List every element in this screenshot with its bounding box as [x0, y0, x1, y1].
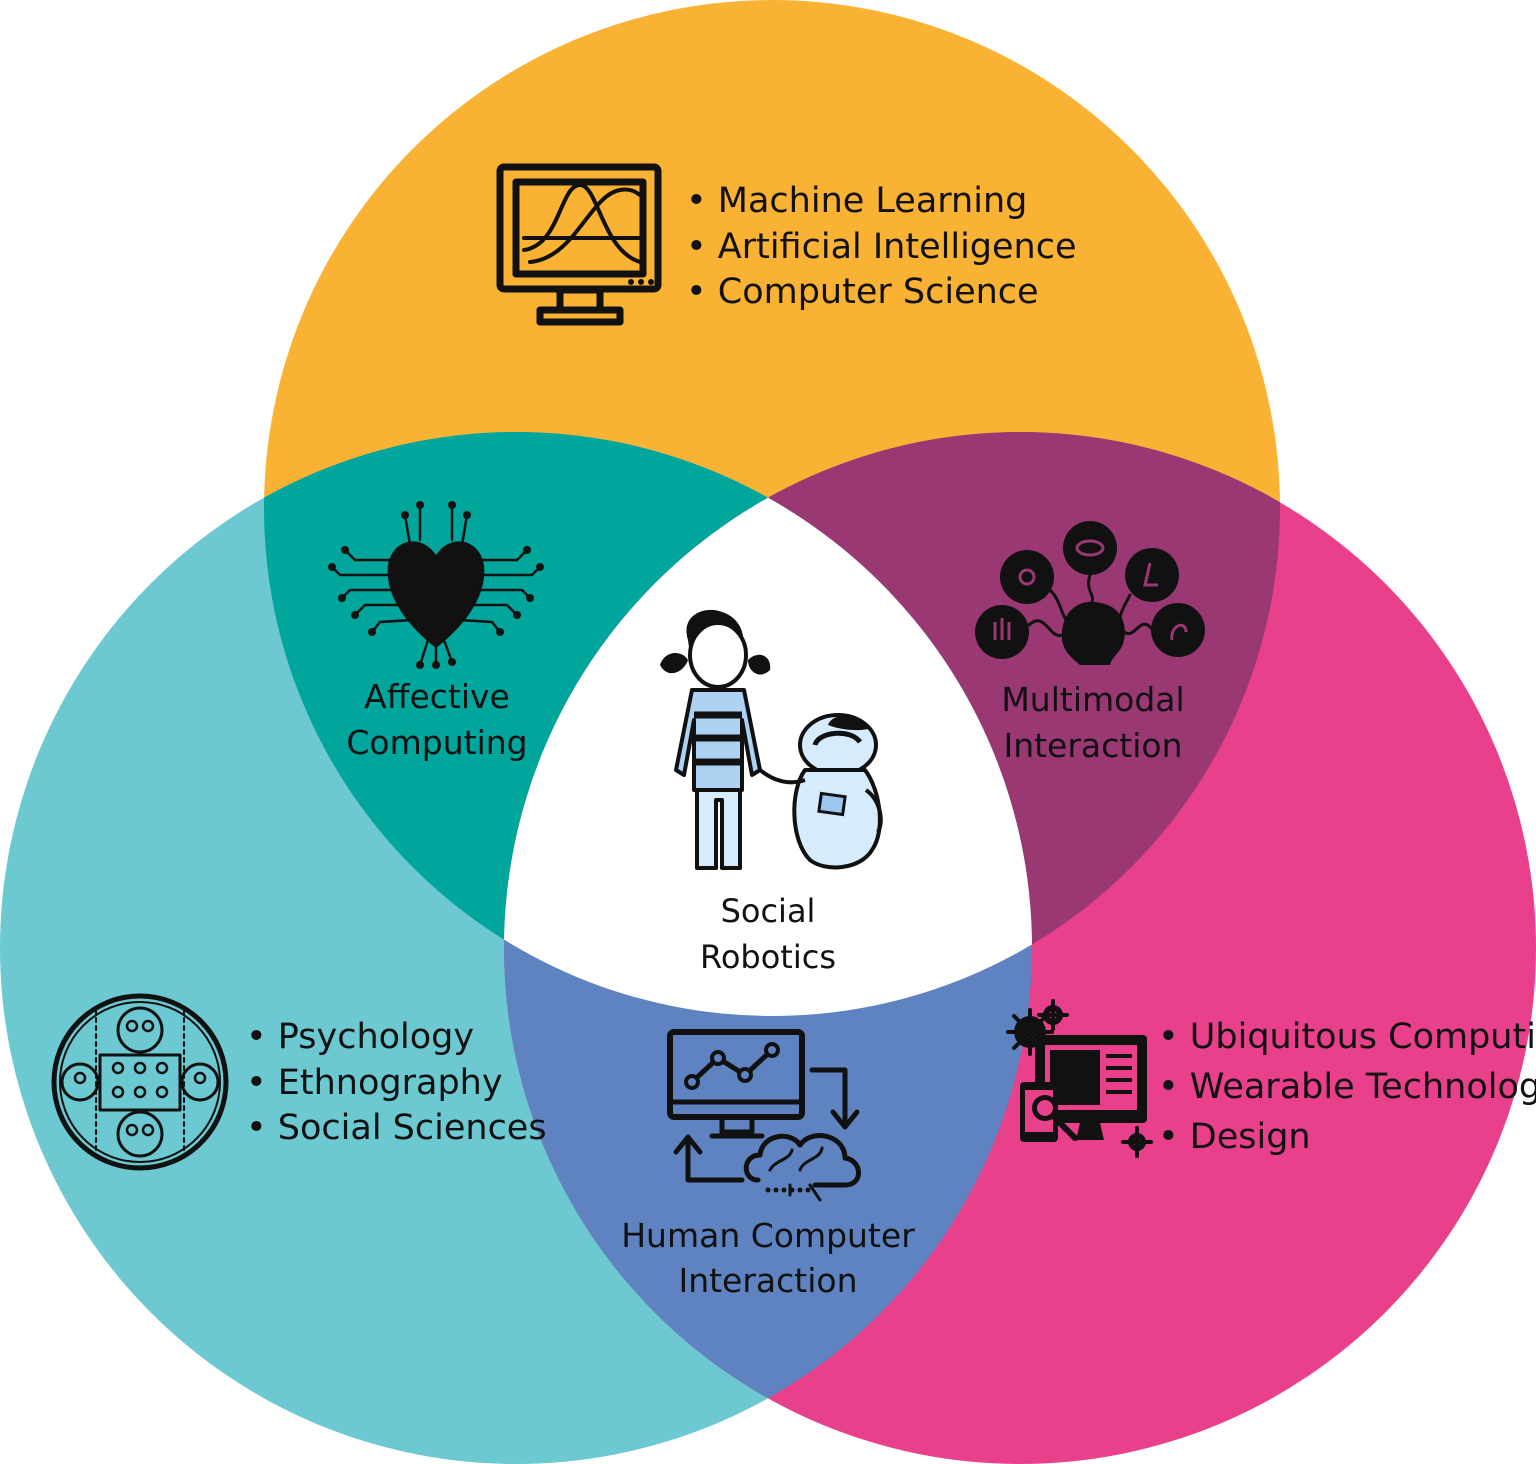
devices-gears-icon: [1006, 999, 1153, 1158]
hci-line-1: Human Computer: [621, 1216, 915, 1255]
people-group-icon: [51, 993, 229, 1171]
top-item-1: • Machine Learning: [686, 181, 1027, 221]
top-item-2: • Artificial Intelligence: [686, 227, 1077, 267]
left-item-3: • Social Sciences: [246, 1108, 547, 1148]
right-item-2: • Wearable Technologies: [1158, 1067, 1536, 1107]
multimodal-line-1: Multimodal: [1001, 680, 1184, 719]
affective-line-2: Computing: [346, 723, 527, 762]
multimodal-line-2: Interaction: [1003, 726, 1182, 765]
center-line-2: Robotics: [700, 938, 836, 976]
affective-line-1: Affective: [364, 677, 510, 716]
circuit-heart-icon: [328, 501, 544, 669]
left-item-2: • Ethnography: [246, 1063, 503, 1103]
girl-and-robot-icon: [660, 609, 883, 870]
monitor-brain-cycle-icon: [667, 1029, 861, 1202]
top-item-3: • Computer Science: [686, 272, 1039, 312]
center-line-1: Social: [721, 892, 816, 930]
monitor-chart-icon: [496, 163, 662, 326]
center-overlap: [504, 432, 1032, 1016]
left-item-1: • Psychology: [246, 1017, 474, 1057]
senses-brain-icon: [975, 521, 1205, 665]
right-item-1: • Ubiquitous Computing: [1158, 1017, 1536, 1057]
right-item-3: • Design: [1158, 1117, 1311, 1157]
hci-line-2: Interaction: [678, 1261, 857, 1300]
